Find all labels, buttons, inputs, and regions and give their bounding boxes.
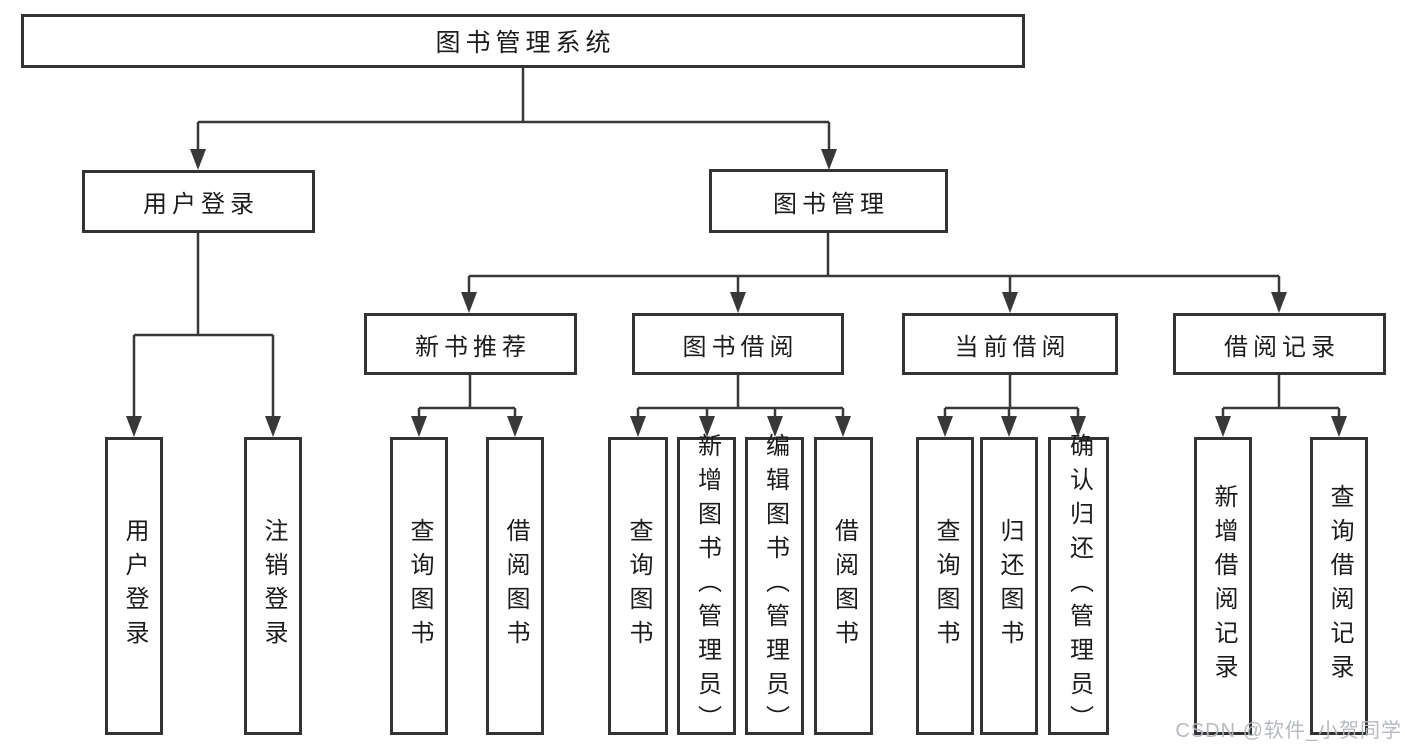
arrow-icon	[630, 416, 646, 437]
node-user-login-label: 用户登录	[143, 191, 259, 218]
leaf-newbook-query-label: 查询图书	[406, 518, 433, 654]
arrow-icon	[730, 292, 746, 313]
arrow-icon	[190, 149, 206, 170]
leaf-current-confirm: 确认归还（管理员）	[1048, 433, 1109, 739]
leaf-records-query: 查询借阅记录	[1310, 437, 1368, 735]
arrow-icon	[1002, 292, 1018, 313]
leaf-newbook-borrow: 借阅图书	[486, 437, 544, 735]
leaf-borrow-query: 查询图书	[608, 437, 668, 735]
node-user-login: 用户登录	[82, 170, 315, 233]
node-new-book-recommend-label: 新书推荐	[415, 333, 531, 361]
leaf-user-login-label: 用户登录	[121, 518, 148, 654]
node-new-book-recommend: 新书推荐	[364, 313, 577, 375]
connector-user-login	[132, 232, 275, 418]
leaf-logout-label: 注销登录	[260, 518, 287, 654]
connector-book-borrow	[636, 375, 845, 418]
leaf-user-login: 用户登录	[105, 437, 163, 735]
connector-new-book	[417, 375, 517, 418]
connector-root	[196, 68, 831, 150]
connector-current-borrow	[943, 375, 1080, 418]
arrow-icon	[1331, 416, 1347, 437]
leaf-borrow-edit-label: 编辑图书（管理员）	[761, 433, 789, 739]
leaf-current-return: 归还图书	[980, 437, 1038, 735]
node-book-management-label: 图书管理	[773, 190, 889, 218]
leaf-current-confirm-label: 确认归还（管理员）	[1065, 433, 1093, 739]
leaf-newbook-borrow-label: 借阅图书	[502, 518, 529, 654]
leaf-records-query-label: 查询借阅记录	[1326, 484, 1353, 688]
leaf-records-add: 新增借阅记录	[1194, 437, 1252, 735]
node-current-borrow: 当前借阅	[902, 313, 1118, 375]
node-book-borrow: 图书借阅	[632, 313, 844, 375]
arrow-icon	[1001, 416, 1017, 437]
node-current-borrow-label: 当前借阅	[954, 333, 1071, 361]
connector-borrow-records	[1221, 375, 1341, 418]
leaf-borrow-add: 新增图书（管理员）	[677, 433, 736, 739]
arrow-icon	[461, 292, 477, 313]
leaf-borrow-borrow-label: 借阅图书	[830, 518, 858, 654]
leaf-current-query: 查询图书	[916, 437, 974, 735]
arrow-icon	[507, 416, 523, 437]
leaf-records-add-label: 新增借阅记录	[1210, 484, 1237, 688]
node-root: 图书管理系统	[21, 14, 1025, 68]
arrow-icon	[821, 149, 837, 170]
arrow-icon	[126, 416, 142, 437]
node-borrow-records: 借阅记录	[1173, 313, 1386, 375]
leaf-borrow-edit: 编辑图书（管理员）	[745, 433, 804, 739]
leaf-logout: 注销登录	[244, 437, 302, 735]
leaf-current-query-label: 查询图书	[932, 518, 959, 654]
node-book-management: 图书管理	[709, 169, 948, 233]
arrow-icon	[1271, 292, 1287, 313]
leaf-borrow-query-label: 查询图书	[625, 518, 652, 654]
connector-book-management	[467, 233, 1281, 293]
arrow-icon	[835, 416, 851, 437]
arrow-icon	[1215, 416, 1231, 437]
leaf-current-return-label: 归还图书	[996, 518, 1023, 654]
node-book-borrow-label: 图书借阅	[682, 333, 799, 361]
leaf-newbook-query: 查询图书	[390, 437, 448, 735]
leaf-borrow-add-label: 新增图书（管理员）	[693, 433, 721, 739]
arrow-icon	[411, 416, 427, 437]
node-root-label: 图书管理系统	[435, 29, 616, 57]
node-borrow-records-label: 借阅记录	[1224, 333, 1340, 361]
arrow-icon	[265, 416, 281, 437]
arrow-icon	[937, 416, 953, 437]
csdn-watermark: CSDN @软件_小贺同学	[1175, 720, 1402, 742]
leaf-borrow-borrow: 借阅图书	[814, 437, 873, 735]
